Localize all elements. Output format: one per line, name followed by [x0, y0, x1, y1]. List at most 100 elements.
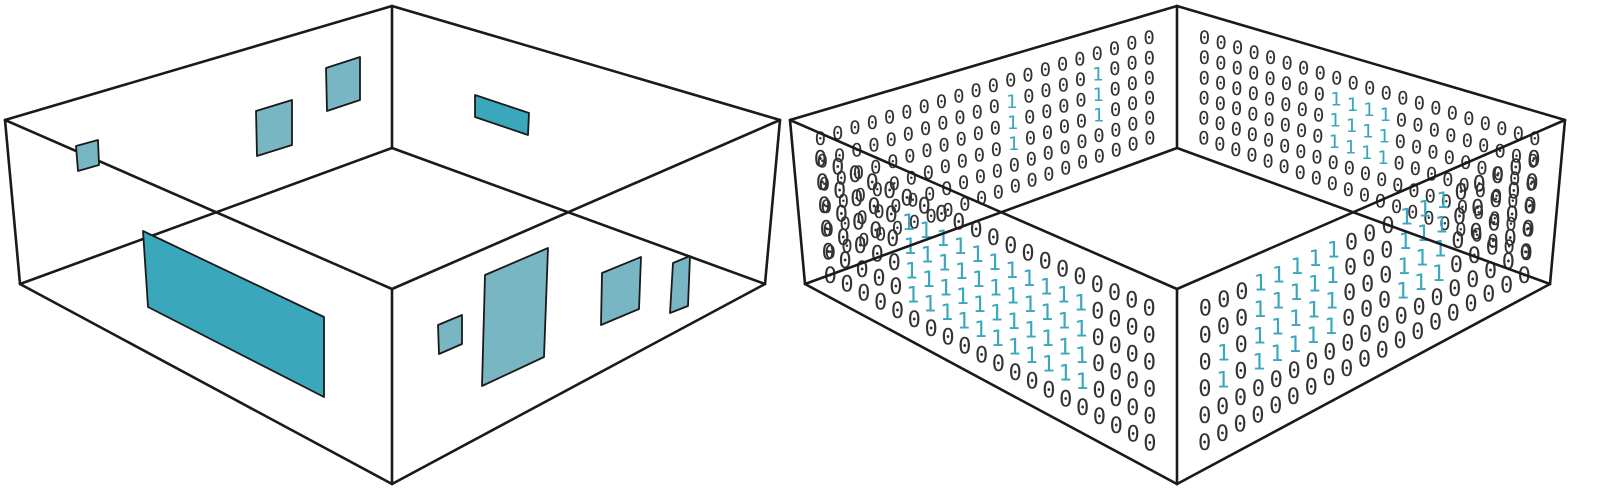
bit-zero: 0	[1471, 225, 1482, 247]
bit-zero: 0	[889, 173, 900, 195]
bit-zero: 0	[1023, 85, 1034, 107]
bit-zero: 0	[938, 134, 949, 156]
bit-zero: 0	[1010, 176, 1021, 198]
bit-zero: 0	[1361, 272, 1374, 297]
bit-zero: 0	[1234, 386, 1247, 411]
bit-zero: 0	[1039, 250, 1052, 275]
bit-zero: 0	[1411, 320, 1424, 345]
bit-zero: 0	[1505, 203, 1518, 228]
bit-zero: 0	[1466, 268, 1479, 293]
bit-zero: 0	[1493, 163, 1504, 185]
bit-zero: 0	[1126, 423, 1139, 448]
bit-zero: 0	[1125, 316, 1138, 341]
bit-zero: 0	[1042, 379, 1055, 404]
bit-zero: 0	[1198, 404, 1211, 429]
bit-one: 1	[939, 276, 952, 301]
bit-one: 1	[1414, 271, 1427, 296]
bit-zero: 0	[831, 155, 844, 180]
bit-zero: 0	[1057, 54, 1068, 76]
bit-zero: 0	[1469, 220, 1482, 245]
bit-zero: 0	[1471, 196, 1484, 221]
window-3	[325, 56, 361, 112]
bit-zero: 0	[1396, 109, 1407, 131]
bit-zero: 0	[1109, 58, 1120, 80]
bit-zero: 0	[874, 290, 887, 315]
bit-zero: 0	[1305, 350, 1318, 375]
bit-zero: 0	[1109, 79, 1120, 101]
bit-one: 1	[1093, 105, 1104, 127]
window-7	[481, 247, 549, 387]
bit-zero: 0	[1004, 234, 1017, 259]
bit-zero: 0	[1429, 120, 1440, 142]
bit-zero: 0	[1454, 181, 1467, 206]
bit-zero: 0	[1248, 63, 1259, 85]
bit-zero: 0	[993, 182, 1004, 204]
bit-zero: 0	[1511, 146, 1522, 168]
bit-zero: 0	[1217, 288, 1230, 313]
bit-zero: 0	[1278, 156, 1289, 178]
bit-zero: 0	[1297, 78, 1308, 100]
bit-zero: 0	[1144, 88, 1155, 110]
bit-zero: 0	[1214, 133, 1225, 155]
bit-zero: 0	[1109, 38, 1120, 60]
bit-zero: 0	[1455, 219, 1466, 241]
bit-zero: 0	[957, 150, 968, 172]
bit-zero: 0	[1005, 70, 1016, 92]
bit-zero: 0	[1198, 377, 1211, 402]
bit-zero: 0	[872, 267, 885, 292]
edge-top-front-left	[3, 118, 394, 291]
bit-zero: 0	[824, 242, 835, 264]
bit-one: 1	[922, 268, 935, 293]
bit-zero: 0	[1040, 59, 1051, 81]
bit-one: 1	[1008, 133, 1019, 155]
bit-zero: 0	[1363, 222, 1376, 247]
bit-zero: 0	[1110, 140, 1121, 162]
bit-zero: 0	[1426, 164, 1437, 186]
bit-zero: 0	[1143, 351, 1156, 376]
bit-one: 1	[1023, 293, 1036, 318]
bit-zero: 0	[1323, 341, 1336, 366]
bit-zero: 0	[819, 173, 830, 195]
bit-zero: 0	[854, 234, 867, 259]
bit-zero: 0	[1281, 52, 1292, 74]
bit-one: 1	[972, 268, 985, 293]
bit-zero: 0	[1380, 83, 1391, 105]
window-2	[255, 99, 293, 157]
bit-one: 1	[955, 260, 968, 285]
bit-zero: 0	[1379, 264, 1392, 289]
bit-zero: 0	[925, 206, 936, 228]
bit-zero: 0	[1246, 145, 1257, 167]
bit-zero: 0	[1519, 242, 1530, 264]
bit-zero: 0	[1520, 241, 1533, 266]
bit-zero: 0	[891, 299, 904, 324]
bit-zero: 0	[873, 201, 884, 223]
bit-zero: 0	[952, 210, 965, 235]
bit-zero: 0	[1199, 323, 1212, 348]
bit-zero: 0	[942, 200, 953, 222]
bit-zero: 0	[1380, 239, 1393, 264]
edge-vertical-left	[3, 118, 22, 286]
bit-one: 1	[988, 251, 1001, 276]
bit-zero: 0	[1109, 361, 1122, 386]
bit-one: 1	[1007, 112, 1018, 134]
bit-one: 1	[990, 302, 1003, 327]
bit-zero: 0	[1322, 366, 1335, 391]
bit-zero: 0	[1313, 104, 1324, 126]
bit-zero: 0	[937, 113, 948, 135]
bit-zero: 0	[1127, 134, 1138, 156]
bit-zero: 0	[918, 96, 929, 118]
bit-zero: 0	[1264, 89, 1275, 111]
bit-zero: 0	[1235, 333, 1248, 358]
bit-zero: 0	[1393, 153, 1404, 175]
bit-zero: 0	[1214, 113, 1225, 135]
edge-floor-front-right	[1175, 282, 1552, 486]
window-5	[142, 230, 325, 398]
bit-zero: 0	[1393, 329, 1406, 354]
bit-one: 1	[974, 318, 987, 343]
bit-zero: 0	[855, 185, 866, 207]
bit-one: 1	[1363, 99, 1374, 121]
bit-zero: 0	[818, 194, 831, 219]
bit-zero: 0	[918, 195, 931, 220]
bit-one: 1	[1396, 280, 1409, 305]
